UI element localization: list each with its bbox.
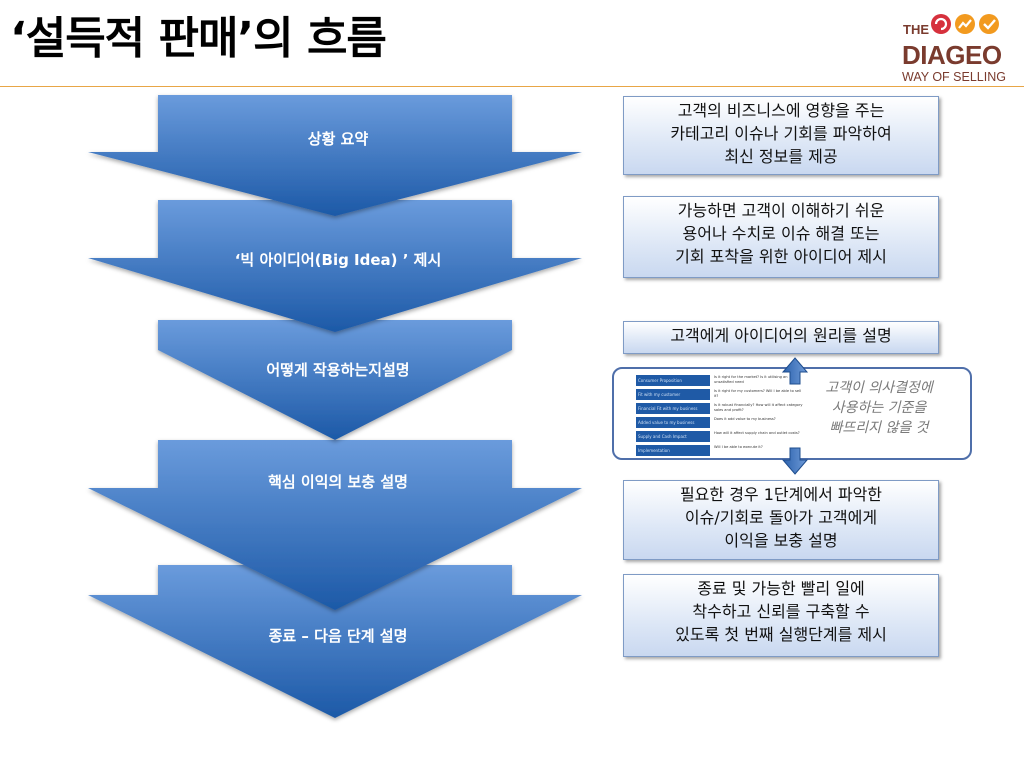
criteria-row: Consumer Proposition Is it right for the… — [636, 375, 788, 386]
stage-4-label: 핵심 이익의 보충 설명 — [268, 473, 408, 491]
decision-criteria-panel: Consumer Proposition Is it right for the… — [612, 367, 972, 460]
logo-circles-icon — [931, 14, 999, 34]
stage-1-chevron — [88, 95, 582, 216]
stage-2-label: ‘빅 아이디어(Big Idea) ’ 제시 — [234, 251, 442, 269]
stage-2-chevron — [88, 200, 582, 332]
criteria-row: Implementation Will I be able to execute… — [636, 445, 806, 457]
logo-the: THE — [903, 22, 929, 37]
stage-4-chevron — [88, 440, 582, 610]
double-arrow-icon — [781, 357, 809, 475]
slide-title: ‘설득적 판매’의 흐름 — [10, 13, 387, 64]
logo-brand: DIAGEO — [902, 40, 1002, 70]
stage-5-chevron — [88, 565, 582, 718]
criteria-row: Financial Fit with my business Is it rob… — [636, 403, 803, 414]
stage-5-label: 종료 – 다음 단계 설명 — [268, 627, 408, 645]
stage-1-label: 상황 요약 — [307, 130, 369, 148]
description-box-4: 필요한 경우 1단계에서 파악한 이슈/기회로 돌아가 고객에게 이익을 보충 … — [623, 480, 939, 560]
description-box-5: 종료 및 가능한 빨리 일에 착수하고 신뢰를 구축할 수 있도록 첫 번째 실… — [623, 574, 939, 657]
description-box-3: 고객에게 아이디어의 원리를 설명 — [623, 321, 939, 354]
title-divider — [0, 86, 1024, 87]
logo-subtitle: WAY OF SELLING — [902, 70, 1006, 84]
criteria-row: Supply and Cash Impact How will it affec… — [636, 431, 806, 443]
description-box-2: 가능하면 고객이 이해하기 쉬운 용어나 수치로 이슈 해결 또는 기회 포착을… — [623, 196, 939, 278]
description-box-1: 고객의 비즈니스에 영향을 주는 카테고리 이슈나 기회를 파악하여 최신 정보… — [623, 96, 939, 175]
criteria-row: Fit with my customer Is it right for my … — [636, 389, 802, 400]
criteria-note: 고객이 의사결정에 사용하는 기준을 빠뜨리지 않을 것 — [825, 380, 933, 436]
stage-3-chevron — [158, 320, 512, 440]
criteria-table: Consumer Proposition Is it right for the… — [636, 375, 806, 456]
diageo-logo: THE DIAGEO WAY OF SELLING — [896, 10, 1018, 88]
criteria-row: Added value to my business Does it add v… — [636, 417, 806, 429]
stage-3-label: 어떻게 작용하는지설명 — [266, 361, 410, 379]
